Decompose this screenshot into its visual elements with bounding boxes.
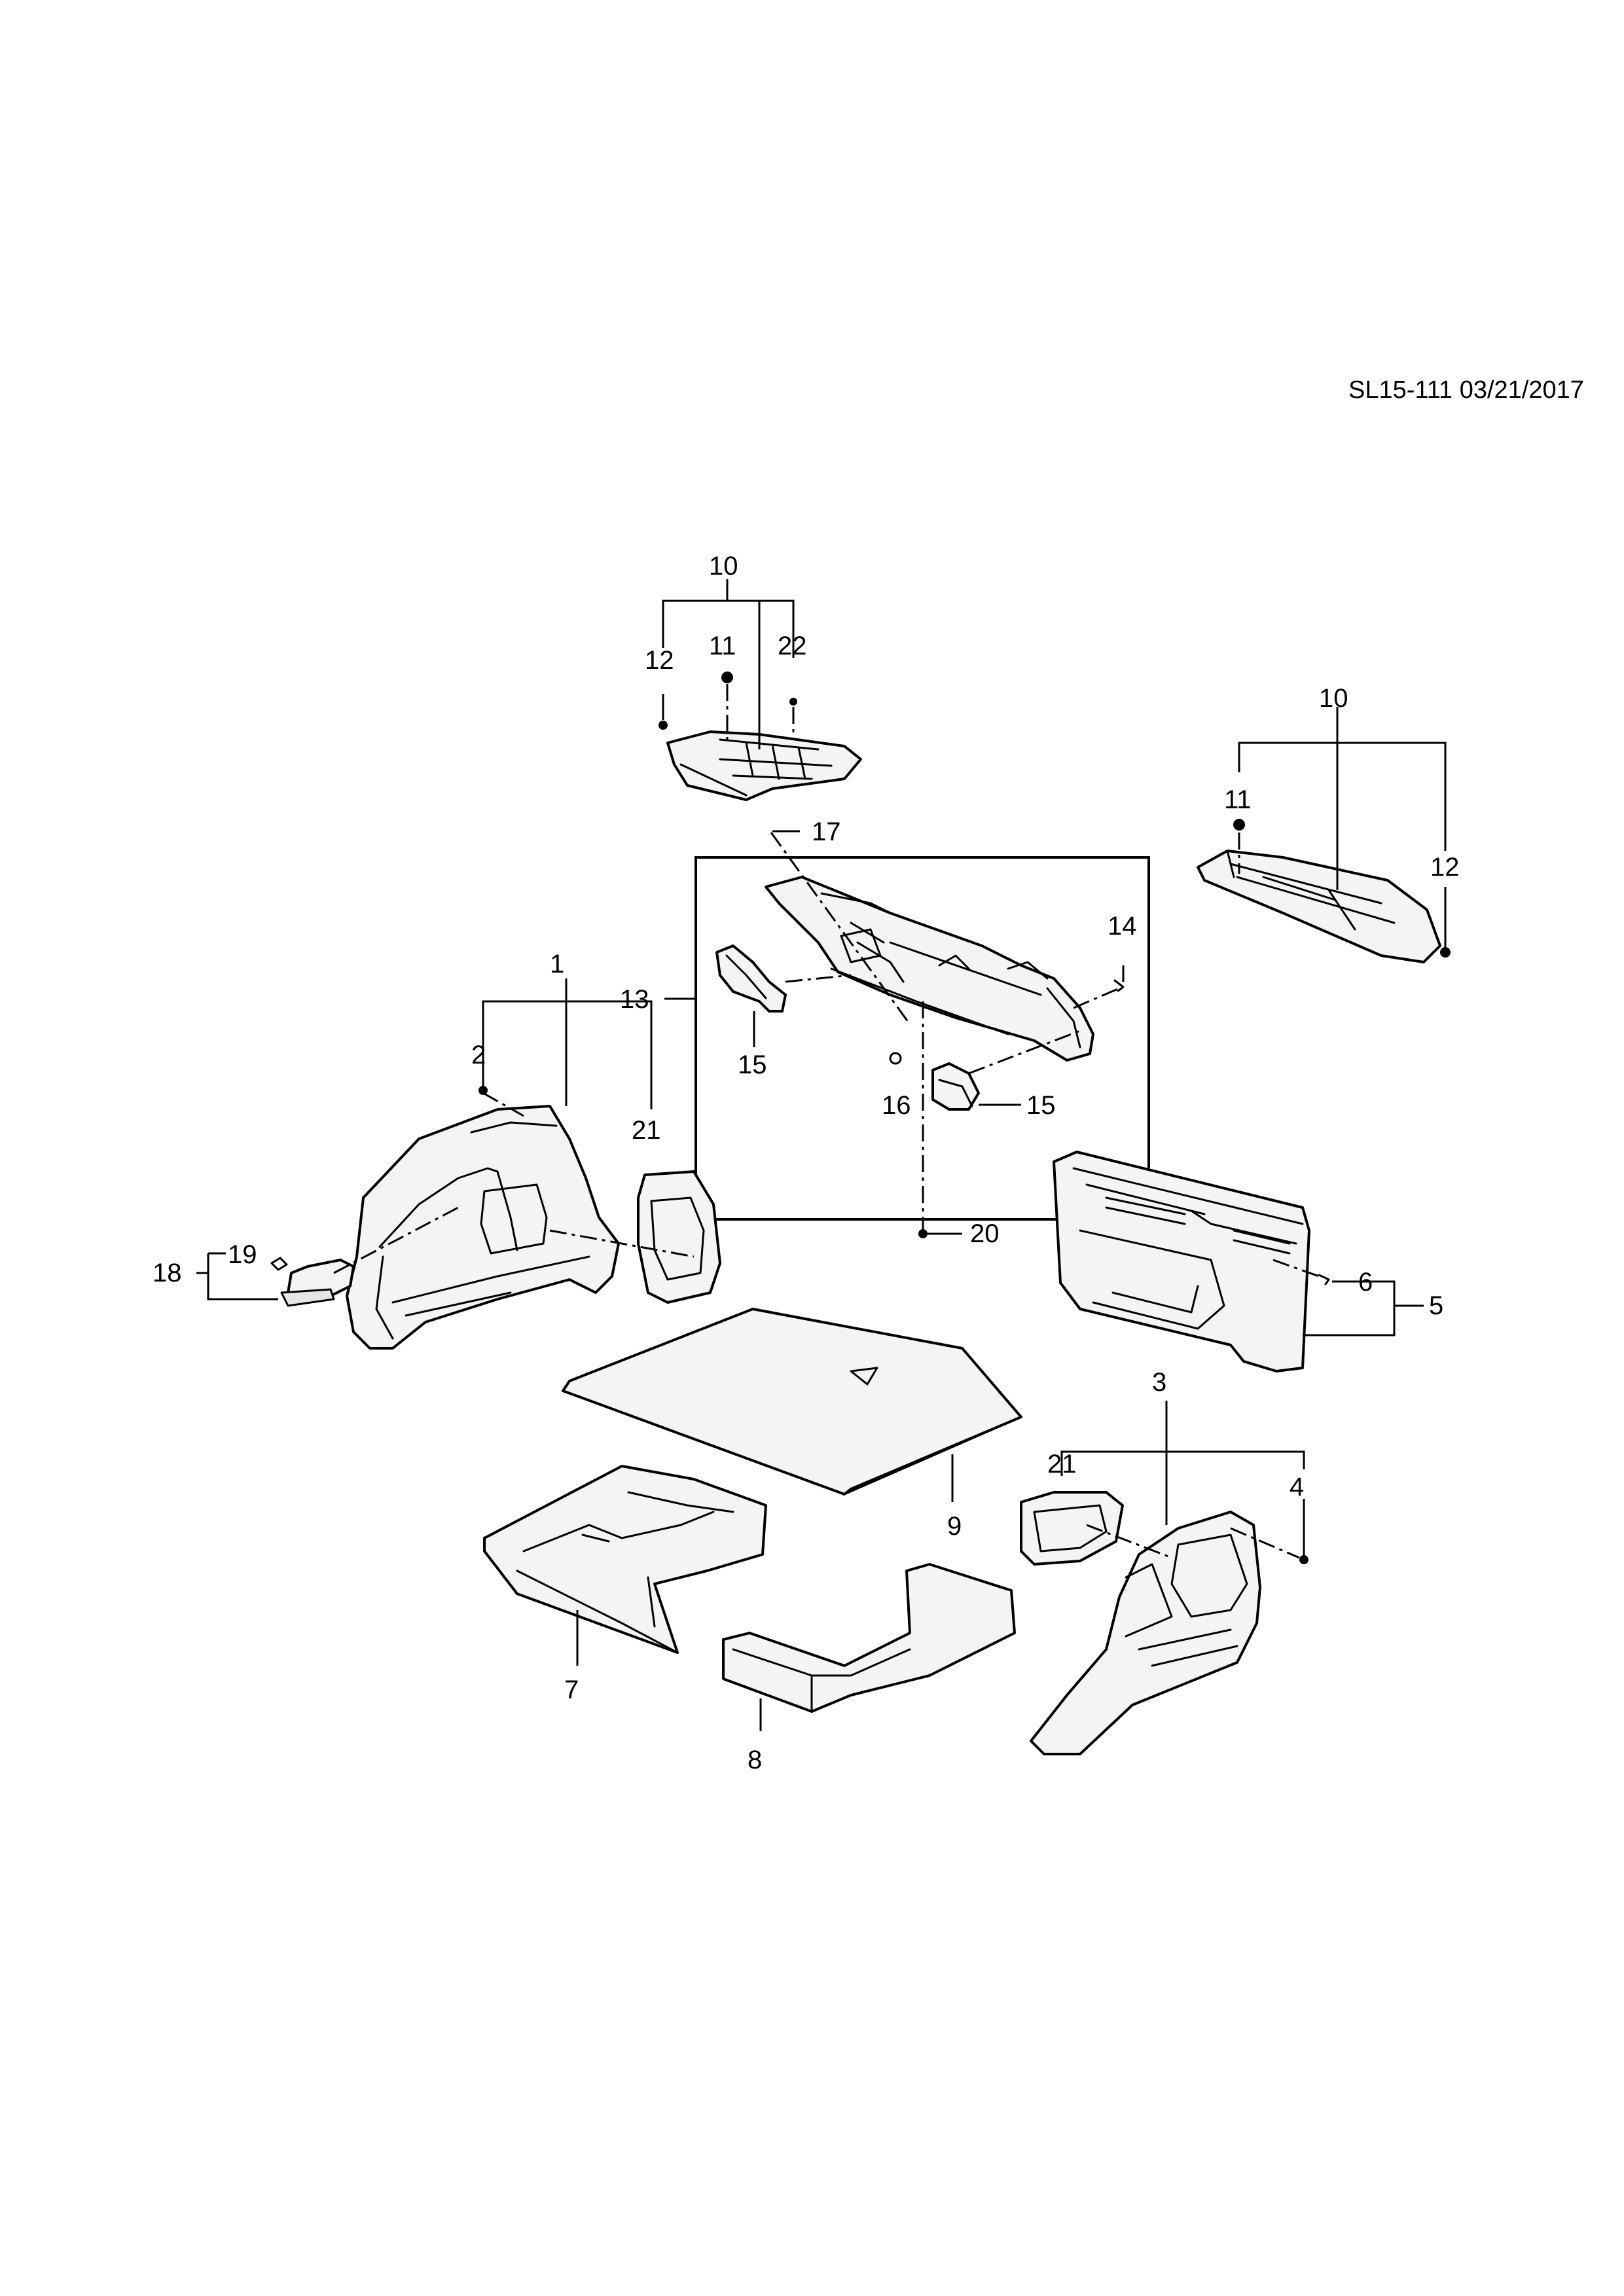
callout-17: 17 [812, 817, 841, 846]
part-19-clip[interactable] [270, 1257, 288, 1271]
part-3-right-quarter-trim[interactable] [1030, 1511, 1261, 1755]
callout-13: 13 [620, 985, 649, 1014]
callout-2: 2 [471, 1041, 486, 1069]
fastener-11-right-dot [1233, 819, 1245, 831]
fastener-22-dot [789, 698, 797, 706]
callout-18: 18 [153, 1259, 182, 1287]
part-10-shelf-support-top[interactable] [666, 730, 862, 801]
part-10-shelf-support-right[interactable] [1197, 850, 1441, 963]
callout-6: 6 [1358, 1268, 1373, 1297]
reference-code: SL15-111 03/21/2017 [1348, 376, 1584, 404]
part-18-trim-cover[interactable] [280, 1259, 355, 1307]
part-21-trim-cap-left[interactable] [637, 1170, 721, 1304]
callout-10-top: 10 [709, 552, 738, 581]
fastener-2-dot [478, 1086, 488, 1095]
callout-21-right: 21 [1047, 1450, 1077, 1479]
callout-10-right: 10 [1319, 684, 1348, 713]
callout-8: 8 [748, 1746, 762, 1774]
callout-5: 5 [1429, 1291, 1443, 1320]
callout-19: 19 [228, 1240, 257, 1269]
callout-11-top: 11 [709, 632, 736, 660]
part-1-left-quarter-trim[interactable] [346, 1105, 620, 1350]
callout-3: 3 [1152, 1368, 1166, 1397]
callout-16: 16 [882, 1091, 911, 1120]
part-9-floor-mat[interactable] [562, 1308, 1022, 1496]
part-15-bracket-right[interactable] [931, 1062, 980, 1111]
part-16-grommet[interactable] [889, 1052, 902, 1065]
part-15-bracket-left[interactable] [715, 944, 787, 1013]
callout-4: 4 [1290, 1473, 1304, 1501]
fastener-4-dot [1299, 1555, 1308, 1564]
callout-1: 1 [550, 950, 564, 978]
part-5-rear-panel[interactable] [1053, 1151, 1310, 1372]
part-7-storage-tray[interactable] [483, 1465, 767, 1654]
callout-20: 20 [970, 1219, 1000, 1248]
callout-21-left: 21 [632, 1116, 661, 1145]
callout-22: 22 [778, 632, 807, 660]
callout-11-right: 11 [1224, 785, 1252, 814]
fastener-12-right-dot [1440, 947, 1451, 958]
fastener-12-dot [659, 721, 668, 730]
fastener-20-dot [918, 1229, 928, 1238]
part-14-screw[interactable] [1113, 979, 1125, 992]
fastener-11-dot [721, 672, 733, 683]
part-13-rear-shelf[interactable] [765, 876, 1094, 1062]
callout-12-top: 12 [645, 646, 674, 675]
callout-15-right: 15 [1026, 1091, 1056, 1120]
part-8-rear-tray[interactable] [722, 1563, 1016, 1713]
callout-14: 14 [1108, 912, 1137, 941]
callout-15-left: 15 [738, 1050, 767, 1079]
part-21-trim-cap-right[interactable] [1020, 1491, 1124, 1566]
callout-9: 9 [947, 1512, 962, 1541]
callout-12-right: 12 [1430, 853, 1460, 882]
part-6-screw[interactable] [1318, 1274, 1330, 1285]
callout-7: 7 [564, 1676, 579, 1704]
